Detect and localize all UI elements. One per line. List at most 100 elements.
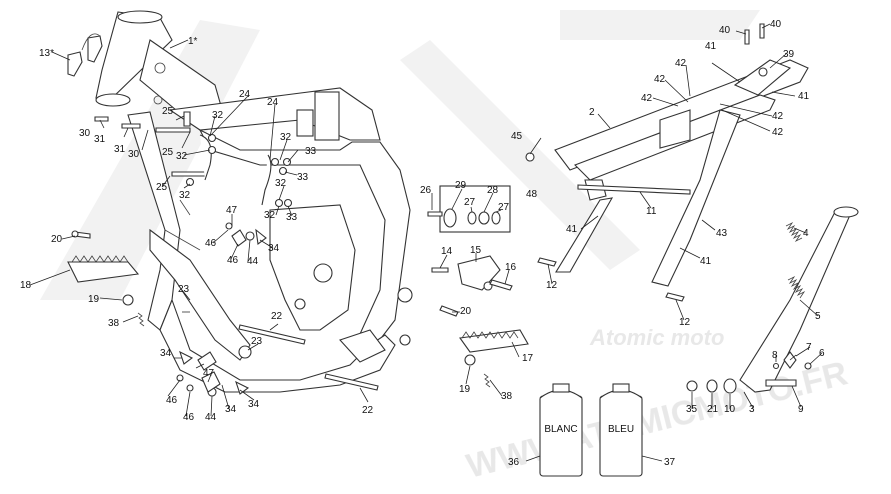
callout-41-top: 41 — [705, 41, 717, 52]
shock-mount — [314, 91, 340, 141]
spray-can-blue: BLEU — [599, 383, 643, 477]
callout-24-right: 24 — [267, 97, 279, 108]
seal-28 — [478, 211, 490, 225]
bolt-25-top — [155, 127, 191, 133]
callout-11: 11 — [646, 206, 657, 217]
callout-35: 35 — [686, 404, 698, 415]
callout-7: 7 — [806, 342, 812, 353]
can-blue-body — [599, 395, 643, 477]
bolt-16 — [489, 279, 513, 291]
footpeg-right — [459, 329, 529, 353]
pin-20-left-head — [71, 230, 79, 238]
callout-16: 16 — [505, 262, 517, 273]
subframe-strut-right — [651, 109, 741, 287]
bolt-12-right — [665, 292, 685, 302]
frame-detail-lines — [164, 199, 201, 251]
bush-21 — [706, 379, 718, 393]
bottom-bracket — [339, 329, 386, 363]
subframe-crossmember — [659, 109, 691, 149]
callout-1: 1* — [188, 36, 198, 47]
spring-4 — [785, 221, 803, 243]
spray-can-white: BLANC — [539, 383, 583, 477]
callout-42-a: 42 — [675, 58, 687, 69]
nut-33-c — [283, 198, 293, 208]
down-tube-lower — [149, 228, 251, 361]
callout-46-upper: 46 — [205, 238, 217, 249]
bolt-26 — [427, 211, 443, 217]
sidestand-foot — [833, 206, 859, 218]
key-left — [67, 51, 83, 77]
callout-21: 21 — [707, 404, 719, 415]
bolt-40-a — [744, 29, 750, 45]
screw-6 — [804, 362, 812, 370]
callout-42-c: 42 — [641, 93, 653, 104]
callout-19-right: 19 — [459, 384, 471, 395]
leader-lines — [29, 23, 823, 462]
can-white-label: BLANC — [544, 424, 577, 435]
callout-45: 45 — [511, 131, 523, 142]
callout-23-a: 23 — [178, 284, 190, 295]
callout-26: 26 — [420, 185, 432, 196]
sidestand-assembly — [686, 206, 859, 394]
callout-32-e: 32 — [275, 178, 287, 189]
engine-bolt-22-upper — [238, 324, 306, 345]
callout-5: 5 — [815, 311, 821, 322]
sidestand-leg — [739, 209, 851, 393]
washer-46-lower — [176, 374, 184, 382]
callout-32-c: 32 — [212, 110, 224, 121]
spring-5 — [787, 275, 806, 299]
callout-13: 13* — [39, 48, 54, 59]
callout-28: 28 — [487, 185, 499, 196]
frame-box — [296, 109, 314, 137]
callout-30: 30 — [128, 149, 140, 160]
footpeg-left-teeth — [71, 255, 129, 263]
spring-19-left — [122, 294, 134, 306]
spring-19-right — [464, 354, 476, 366]
nut-32-a — [207, 133, 217, 143]
can-white-body — [539, 395, 583, 477]
callout-3: 3 — [749, 404, 755, 415]
callout-43: 43 — [716, 228, 728, 239]
callout-25-top: 25 — [162, 106, 174, 117]
callout-32-d: 32 — [280, 132, 292, 143]
watermark-url: WWW.ATOMICMOTO.FR — [463, 354, 852, 485]
callout-40-b: 40 — [770, 19, 782, 30]
callout-18: 18 — [20, 280, 32, 291]
callout-25-low: 25 — [156, 182, 168, 193]
callout-34-lower-c: 34 — [248, 399, 260, 410]
callout-38-right: 38 — [501, 391, 513, 402]
subframe-tail-plate — [733, 59, 792, 96]
callout-30-left: 30 — [79, 128, 91, 139]
callout-22-upper: 22 — [271, 311, 283, 322]
center-parts — [427, 185, 513, 317]
callouts: 1* 13* 30 31 31 30 25 25 32 25 32 32 24 … — [20, 19, 825, 468]
frame-mount-boss — [397, 287, 413, 303]
callout-12-left: 12 — [546, 280, 558, 291]
steering-head-bottom — [95, 93, 131, 107]
steering-head-top — [117, 10, 163, 24]
main-spar-right — [198, 128, 411, 351]
left-footpeg-assembly — [67, 230, 145, 327]
callout-20-right: 20 — [460, 306, 472, 317]
watermark-stroke-top — [560, 10, 760, 40]
callout-32-b: 32 — [179, 190, 191, 201]
can-white-cap — [552, 383, 570, 393]
engine-bolt-22-lower — [324, 373, 379, 391]
bolt-30-left — [94, 116, 109, 122]
can-blue-cap — [612, 383, 630, 393]
washer-27-b — [491, 211, 501, 225]
callout-10: 10 — [724, 404, 736, 415]
footpeg-bracket-15 — [457, 255, 501, 291]
nut-44-upper — [245, 231, 255, 241]
cradle-tube — [159, 298, 396, 393]
callout-38-left: 38 — [108, 318, 120, 329]
rear-subframe — [525, 23, 809, 302]
frame-side-plate — [269, 204, 356, 331]
leader-lines-frame — [51, 39, 299, 217]
bolt-25-vert — [183, 111, 191, 127]
callout-42-e: 42 — [772, 127, 784, 138]
nut-32-e — [185, 177, 195, 187]
callout-34-upper: 34 — [268, 243, 280, 254]
bolt-31 — [121, 123, 141, 129]
